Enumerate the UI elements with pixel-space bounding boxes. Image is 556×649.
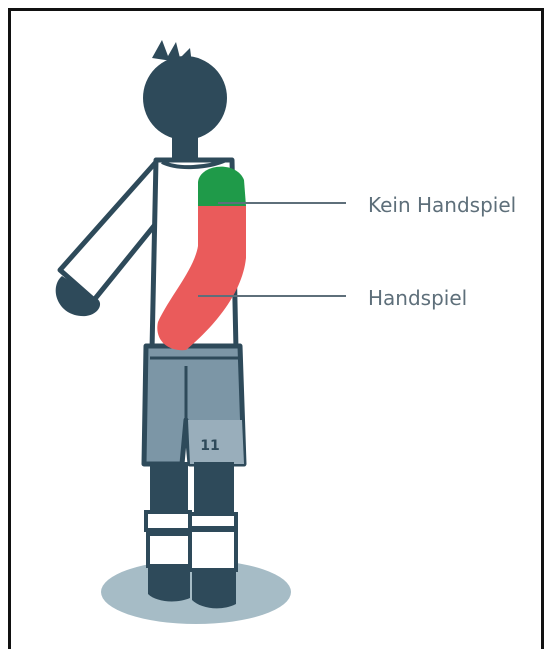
player-left-arm <box>56 162 162 316</box>
no-handball-zone <box>198 167 246 206</box>
player-neck <box>172 134 198 160</box>
label-handball: Handspiel <box>368 286 467 310</box>
jersey-number: 11 <box>200 438 219 454</box>
player-head <box>143 40 227 140</box>
label-no-handball: Kein Handspiel <box>368 193 516 217</box>
player-shorts <box>144 346 244 464</box>
